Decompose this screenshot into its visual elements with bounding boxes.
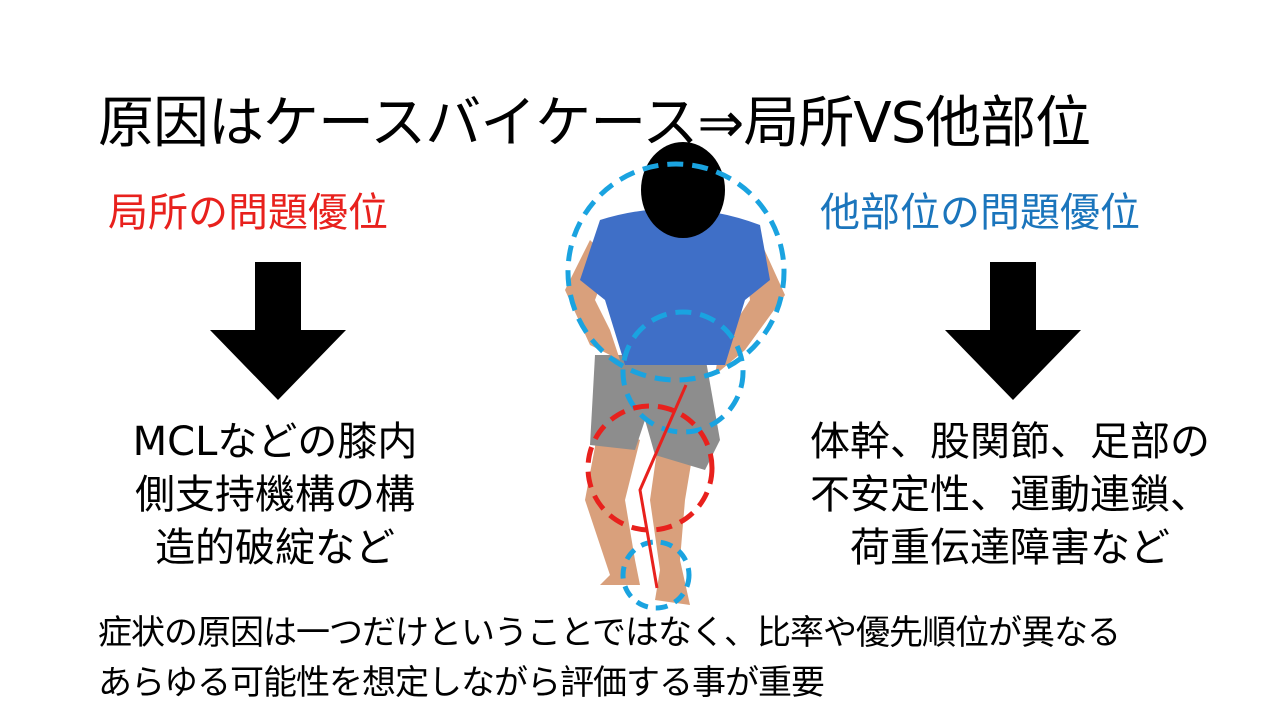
text-line: MCLなどの膝内: [132, 419, 418, 465]
alignment-line: [638, 384, 688, 589]
trunk-circle: [565, 161, 787, 383]
local-problem-description: MCLなどの膝内 側支持機構の構 造的破綻など: [95, 416, 455, 575]
hip-circle: [620, 309, 746, 435]
knee-valgus-figure: [565, 142, 787, 611]
summary-text: 症状の原因は一つだけということではなく、比率や優先順位が異なる あらゆる可能性を…: [98, 608, 1121, 708]
slide-title: 原因はケースバイケース⇒局所VS他部位: [98, 91, 1091, 156]
other-region-description: 体幹、股関節、足部の 不安定性、運動連鎖、 荷重伝達障害など: [790, 416, 1230, 575]
down-arrow-icon: [945, 262, 1081, 400]
text-line: 体幹、股関節、足部の: [810, 419, 1210, 465]
other-region-problem-heading: 他部位の問題優位: [820, 190, 1140, 236]
down-arrow-icon: [210, 262, 346, 400]
text-line: 造的破綻など: [155, 525, 395, 571]
text-line: 荷重伝達障害など: [850, 525, 1170, 571]
text-line: 症状の原因は一つだけということではなく、比率や優先順位が異なる: [98, 613, 1121, 653]
text-line: 側支持機構の構: [135, 472, 415, 518]
foot-circle: [620, 539, 692, 611]
local-problem-heading: 局所の問題優位: [108, 190, 388, 236]
text-line: あらゆる可能性を想定しながら評価する事が重要: [98, 663, 825, 703]
knee-circle: [585, 403, 715, 533]
text-line: 不安定性、運動連鎖、: [810, 472, 1210, 518]
